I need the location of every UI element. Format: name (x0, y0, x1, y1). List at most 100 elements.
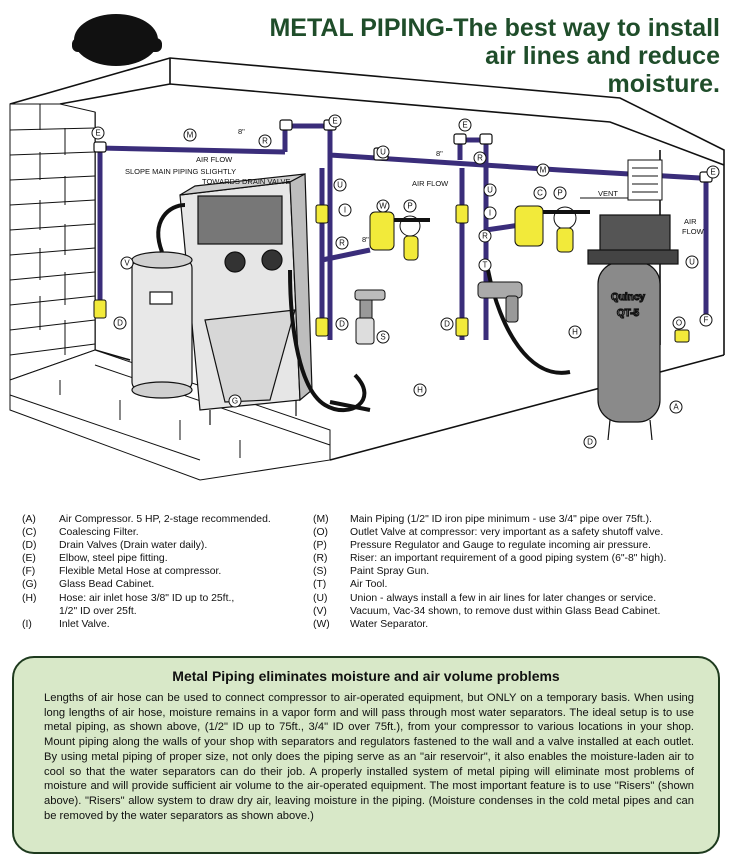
legend-code: (G) (22, 579, 38, 591)
legend-item: (A)Air Compressor. 5 HP, 2-stage recomme… (22, 513, 271, 526)
callout-t: T (478, 258, 492, 272)
legend-item: (I)Inlet Valve. (22, 618, 271, 631)
legend-text: Riser: an important requirement of a goo… (350, 553, 667, 565)
legend-item: (S)Paint Spray Gun. (313, 565, 666, 578)
svg-text:T: T (483, 261, 488, 270)
legend-code: (W) (313, 618, 330, 630)
svg-text:C: C (537, 189, 543, 198)
legend-code: (D) (22, 540, 37, 552)
legend-text: Paint Spray Gun. (350, 566, 430, 578)
legend-code: (M) (313, 514, 329, 525)
legend-text: 1/2" ID over 25ft. (59, 605, 137, 617)
legend-item: (V)Vacuum, Vac-34 shown, to remove dust … (313, 605, 666, 618)
legend-text: Main Piping (1/2" ID iron pipe minimum -… (350, 514, 652, 525)
callout-e: E (91, 126, 105, 140)
label-vent: VENT (598, 189, 618, 198)
callout-r: R (258, 134, 272, 148)
legend-text: Coalescing Filter. (59, 527, 139, 539)
svg-text:A: A (673, 403, 679, 412)
legend-item: (U)Union - always install a few in air l… (313, 592, 666, 605)
label-8in-2: 8" (436, 149, 443, 158)
svg-text:I: I (489, 209, 491, 218)
svg-text:D: D (339, 320, 345, 329)
svg-text:R: R (339, 239, 345, 248)
legend-code: (C) (22, 527, 37, 539)
svg-text:R: R (482, 232, 488, 241)
legend-text: Outlet Valve at compressor: very importa… (350, 527, 664, 539)
legend-item: (O)Outlet Valve at compressor: very impo… (313, 526, 666, 539)
callout-v: V (120, 256, 134, 270)
legend-item: (M) Main Piping (1/2" ID iron pipe minimu… (313, 513, 666, 526)
title-line-3: moisture. (607, 70, 720, 98)
diagram-title: METAL PIPING-The best way to install air… (160, 14, 720, 98)
callout-p: P (553, 186, 567, 200)
svg-text:U: U (689, 258, 695, 267)
legend-item: (W)Water Separator. (313, 618, 666, 631)
svg-text:E: E (95, 129, 100, 138)
callout-g: G (228, 394, 242, 408)
callout-i: I (338, 203, 352, 217)
legend-code: (F) (22, 566, 36, 578)
legend-item: (P)Pressure Regulator and Gauge to regul… (313, 539, 666, 552)
callout-d: D (113, 316, 127, 330)
legend-code: (E) (22, 553, 36, 565)
svg-text:M: M (187, 131, 194, 140)
legend-left-column: (A)Air Compressor. 5 HP, 2-stage recomme… (22, 513, 271, 631)
legend-text: Union - always install a few in air line… (350, 592, 657, 604)
label-8in-3: 8" (362, 235, 369, 244)
svg-text:I: I (344, 206, 346, 215)
legend-text: Hose: air inlet hose 3/8" ID up to 25ft.… (59, 592, 235, 604)
legend-text: Glass Bead Cabinet. (59, 579, 155, 591)
callout-d: D (583, 435, 597, 449)
svg-text:E: E (332, 117, 337, 126)
legend-item: (F)Flexible Metal Hose at compressor. (22, 565, 271, 578)
legend-item: (G) Glass Bead Cabinet. (22, 578, 271, 591)
callout-u: U (376, 145, 390, 159)
callout-markers: E M R E U E R M E U U I W P C P I R R T … (91, 114, 720, 449)
brand-logo (72, 14, 162, 66)
label-air-flow-3: AIR (684, 217, 697, 226)
svg-text:U: U (380, 148, 386, 157)
legend-code: (H) (22, 592, 37, 604)
callout-u: U (685, 255, 699, 269)
svg-text:R: R (262, 137, 268, 146)
svg-text:D: D (444, 320, 450, 329)
callout-i: I (483, 206, 497, 220)
title-line-2: air lines and reduce (485, 42, 720, 70)
legend-text: Air Tool. (350, 579, 388, 591)
svg-text:G: G (232, 397, 238, 406)
callout-d: D (440, 317, 454, 331)
vacuum (131, 203, 193, 399)
title-line-1: METAL PIPING-The best way to install (269, 14, 720, 42)
svg-text:D: D (117, 319, 123, 328)
paint-spray-gun (354, 289, 386, 345)
separator-units (369, 205, 590, 261)
svg-text:H: H (572, 328, 578, 337)
callout-d: D (335, 317, 349, 331)
label-air-flow-2: AIR FLOW (412, 179, 449, 188)
glass-bead-cabinet (179, 173, 313, 425)
svg-text:R: R (477, 154, 483, 163)
vent (580, 159, 663, 201)
shop-piping-diagram: Quincy QT-5 AIR FLOW SLOPE MAIN PIPING S… (9, 14, 725, 481)
legend-right-column: (M) Main Piping (1/2" ID iron pipe minimu… (313, 513, 666, 631)
valves (93, 204, 690, 343)
info-box: Metal Piping eliminates moisture and air… (12, 656, 720, 854)
legend-text: Air Compressor. 5 HP, 2-stage recommende… (59, 514, 271, 525)
callout-e: E (328, 114, 342, 128)
callout-e: E (706, 165, 720, 179)
svg-text:U: U (487, 186, 493, 195)
legend-item: (R)Riser: an important requirement of a … (313, 552, 666, 565)
svg-text:P: P (407, 202, 412, 211)
info-body: Lengths of air hose can be used to conne… (44, 692, 694, 822)
legend-item: 1/2" ID over 25ft. (22, 605, 271, 618)
svg-text:O: O (676, 319, 682, 328)
callout-e: E (458, 118, 472, 132)
legend-item: (E)Elbow, steel pipe fitting. (22, 552, 271, 565)
callout-u: U (333, 178, 347, 192)
callout-u: U (483, 183, 497, 197)
info-heading: Metal Piping eliminates moisture and air… (172, 668, 560, 684)
callout-h: H (413, 383, 427, 397)
legend-code: (T) (313, 579, 327, 591)
legend-text: Vacuum, Vac-34 shown, to remove dust wit… (350, 605, 661, 617)
